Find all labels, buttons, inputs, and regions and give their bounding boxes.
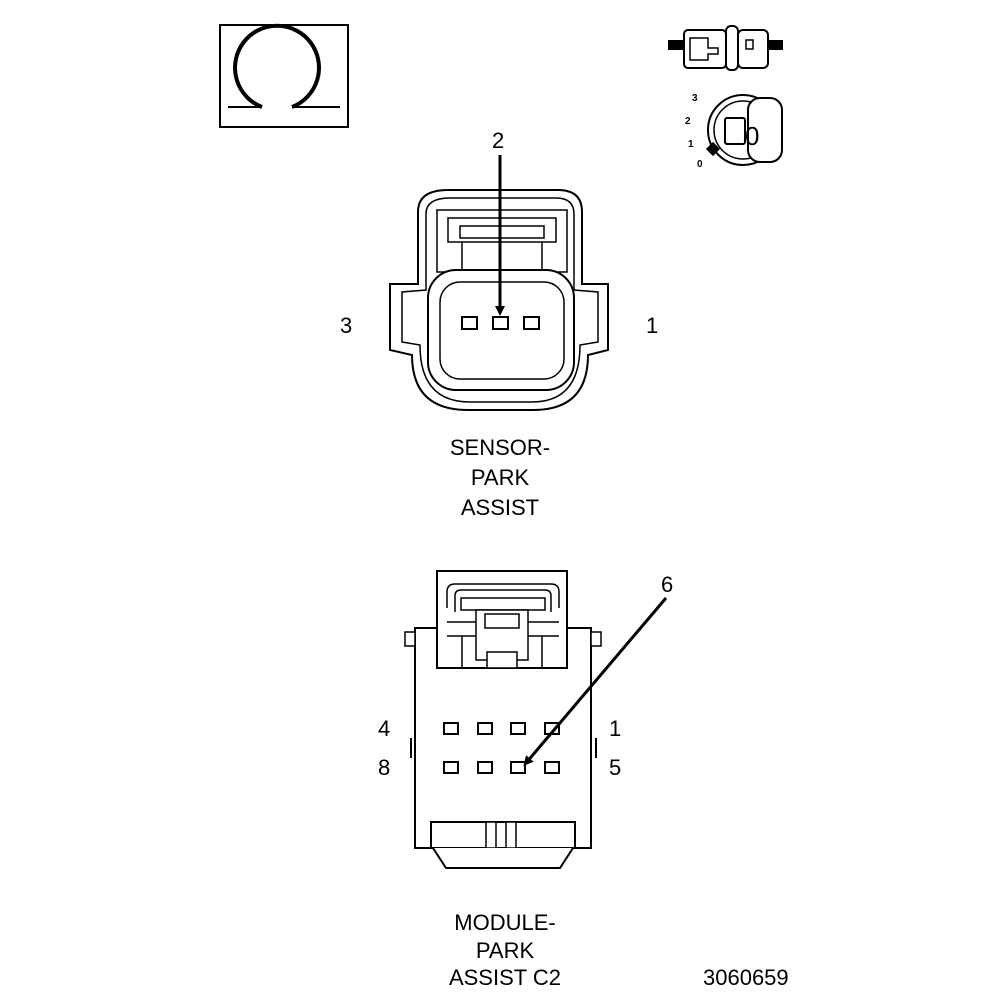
dial-tick-0: 0: [697, 159, 703, 170]
lock-dial-icon: 3 2 1 0 0: [685, 93, 783, 170]
module-pin-6: [510, 761, 526, 774]
sensor-callout-label: 2: [492, 128, 504, 153]
module-pin-8: [443, 761, 459, 774]
module-row1-label-left: 4: [378, 716, 390, 741]
module-caption-line-1: MODULE-: [454, 910, 555, 935]
sensor-pin-3: [461, 316, 478, 330]
sensor-caption-line-3: ASSIST: [461, 495, 539, 520]
dial-tick-2: 2: [685, 116, 691, 127]
sensor-caption-line-2: PARK: [471, 465, 530, 490]
module-pin-4: [443, 722, 459, 735]
module-pin-7: [477, 761, 493, 774]
module-pin-5: [544, 761, 560, 774]
module-caption-line-2: PARK: [476, 938, 535, 963]
dial-key-label: 0: [745, 121, 759, 151]
figure-number: 3060659: [703, 965, 789, 990]
module-pin-3: [477, 722, 493, 735]
module-row1-label-right: 1: [609, 716, 621, 741]
dial-tick-3: 3: [692, 93, 698, 104]
module-pin-2: [510, 722, 526, 735]
sensor-caption-line-1: SENSOR-: [450, 435, 550, 460]
module-callout-label: 6: [661, 572, 673, 597]
sensor-pin-2: [492, 316, 509, 330]
module-callout-arrow: [523, 597, 668, 767]
sensor-pin-label-left: 3: [340, 313, 352, 338]
module-caption-line-3: ASSIST C2: [449, 965, 561, 990]
module-row2-label-left: 8: [378, 755, 390, 780]
module-row2-label-right: 5: [609, 755, 621, 780]
module-connector: [404, 570, 668, 869]
terminal-view-omega-icon: [219, 23, 349, 128]
sensor-connector: [389, 155, 609, 411]
sensor-pin-1: [523, 316, 540, 330]
dial-tick-1: 1: [688, 139, 694, 150]
sensor-pin-label-right: 1: [646, 313, 658, 338]
connector-lock-icon: [668, 25, 783, 71]
